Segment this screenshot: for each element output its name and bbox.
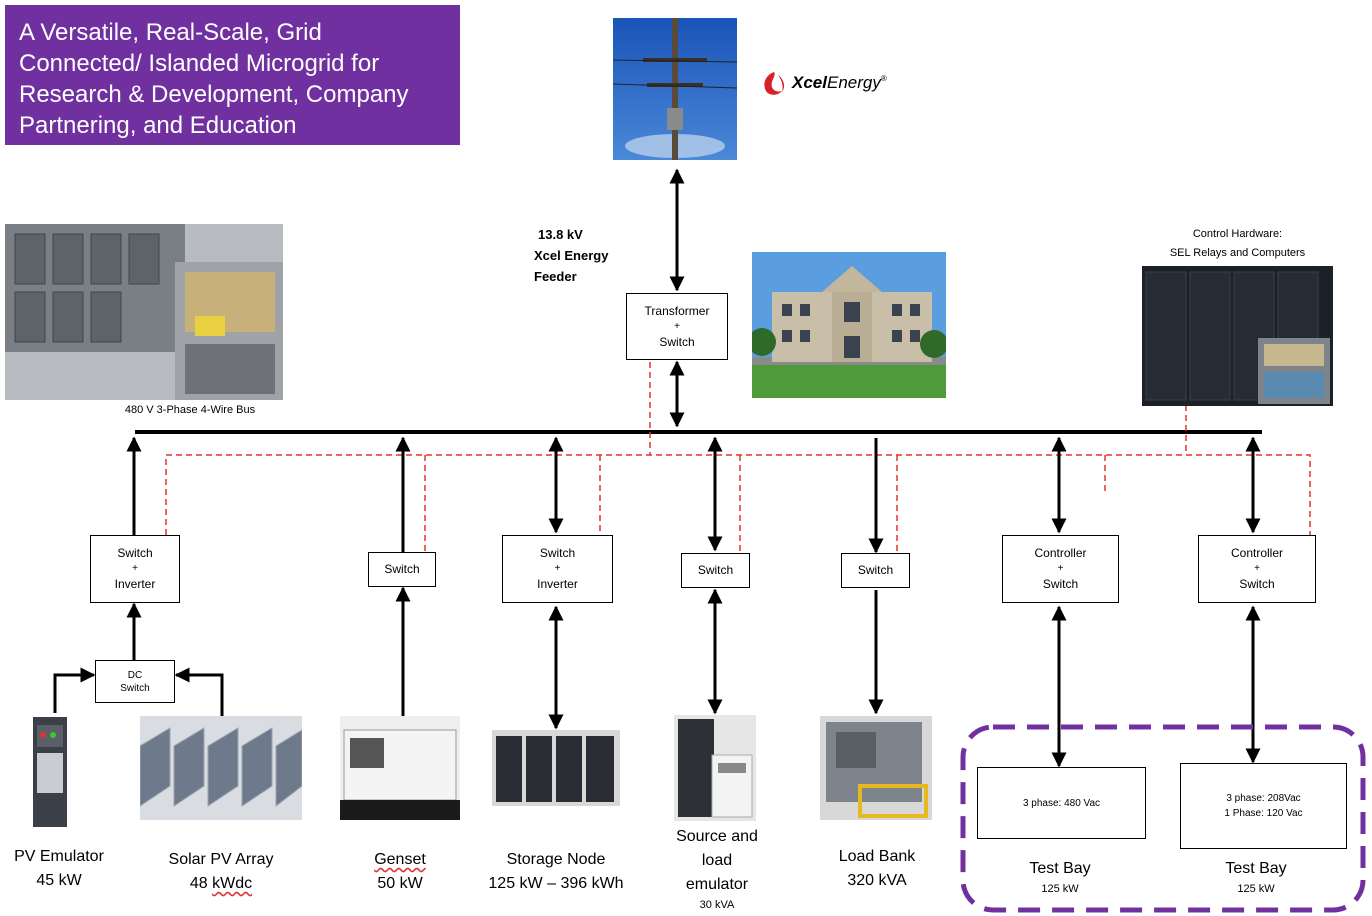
control-hardware-label: Control Hardware: SEL Relays and Compute… xyxy=(1140,225,1335,263)
genset-photo xyxy=(340,716,460,820)
switchgear-photo xyxy=(5,224,283,400)
genset-caption: Genset 50 kW xyxy=(345,848,455,896)
test-bay-1-spec: 3 phase: 480 Vac xyxy=(1022,797,1101,809)
genset-name: Genset xyxy=(374,851,426,868)
dc-switch-box: DC Switch xyxy=(95,660,175,703)
feeder-label: 13.8 kV Xcel Energy Feeder xyxy=(534,224,608,287)
emulator-switch-box: Switch xyxy=(681,553,750,588)
solar-name: Solar PV Array xyxy=(168,851,274,868)
controller-switch-box-1: Controller + Switch xyxy=(1002,535,1119,603)
test-bay-1-box: 3 phase: 480 Vac xyxy=(977,767,1146,839)
storage-inverter-label: Inverter xyxy=(537,577,578,591)
controller2-plus: + xyxy=(1254,563,1260,574)
control-hardware-title: Control Hardware: xyxy=(1192,228,1283,240)
pv-inverter-label: Inverter xyxy=(114,577,156,591)
control-hardware-desc: SEL Relays and Computers xyxy=(1169,247,1306,259)
utility-pole-photo xyxy=(613,18,737,160)
genset-switch-box: Switch xyxy=(368,552,436,587)
emulator-rating: 30 kVA xyxy=(699,899,735,911)
source-load-emulator-photo xyxy=(674,715,756,821)
storage-switch-label: Switch xyxy=(539,546,576,560)
test-bay-2-rating: 125 kW xyxy=(1237,883,1275,895)
xcel-energy-logo: Xcel Energy ® xyxy=(760,68,910,98)
xcel-brand-suffix: Energy xyxy=(826,73,881,92)
pv-emulator-rating: 45 kW xyxy=(36,872,82,889)
dc-label: DC xyxy=(127,669,143,681)
emulator-name-1: Source and xyxy=(676,828,758,845)
storage-node-photo xyxy=(492,730,620,806)
genset-switch-label: Switch xyxy=(384,562,420,576)
transformer-switch-box: Transformer + Switch xyxy=(626,293,728,360)
solar-caption: Solar PV Array 48 kWdc xyxy=(150,848,292,896)
controller2-switch-label: Switch xyxy=(1239,577,1275,591)
controller1-switch-label: Switch xyxy=(1042,577,1079,591)
solar-pv-array-photo xyxy=(140,716,302,820)
control-network xyxy=(165,362,1311,555)
building-photo xyxy=(752,252,946,398)
controller1-label: Controller xyxy=(1034,546,1087,560)
storage-switch-inverter-box: Switch + Inverter xyxy=(502,535,613,603)
pv-switch-label: Switch xyxy=(117,546,153,560)
load-bank-name: Load Bank xyxy=(838,848,916,865)
test-bay-2-name: Test Bay xyxy=(1225,860,1287,877)
title-banner: A Versatile, Real-Scale, Grid Connected/… xyxy=(5,5,460,145)
solar-rating-value: 48 xyxy=(189,875,213,892)
controller-switch-box-2: Controller + Switch xyxy=(1198,535,1316,603)
test-bay-1-name: Test Bay xyxy=(1029,860,1091,877)
loadbank-switch-box: Switch xyxy=(841,553,910,588)
dc-switch-label: Switch xyxy=(120,682,150,694)
solar-rating-unit: kWdc xyxy=(212,875,253,892)
storage-rating: 125 kW – 396 kWh xyxy=(488,875,624,892)
load-bank-photo xyxy=(820,716,932,820)
test-bay-2-spec-3phase: 3 phase: 208Vac xyxy=(1226,793,1301,804)
test-bay-2-caption: Test Bay 125 kW xyxy=(1201,857,1311,897)
xcel-brand-prefix: Xcel xyxy=(792,73,827,92)
feeder-voltage: 13.8 kV xyxy=(538,227,583,242)
emulator-name-2: load xyxy=(701,852,733,869)
test-bay-2-spec-1phase: 1 Phase: 120 Vac xyxy=(1224,808,1303,819)
pv-emulator-photo xyxy=(5,713,75,831)
storage-caption: Storage Node 125 kW – 396 kWh xyxy=(470,848,642,896)
pv-emulator-caption: PV Emulator 45 kW xyxy=(0,845,118,893)
load-bank-rating: 320 kVA xyxy=(847,872,907,889)
test-bay-1-caption: Test Bay 125 kW xyxy=(1005,857,1115,897)
storage-name: Storage Node xyxy=(506,851,606,868)
feeder-word: Feeder xyxy=(534,269,577,284)
control-hardware-photo xyxy=(1142,266,1333,406)
solar-rating: 48 kWdc xyxy=(150,872,292,896)
emulator-caption: Source and load emulator 30 kVA xyxy=(662,825,772,913)
bus-label: 480 V 3-Phase 4-Wire Bus xyxy=(124,404,256,416)
emulator-name-3: emulator xyxy=(685,876,749,893)
xcel-flame-icon xyxy=(764,72,785,95)
power-connections xyxy=(53,168,1261,768)
pv-switch-plus: + xyxy=(132,563,138,574)
loadbank-switch-label: Switch xyxy=(857,563,894,577)
emulator-switch-label: Switch xyxy=(697,563,734,577)
controller2-label: Controller xyxy=(1230,546,1284,560)
test-bay-2-box: 3 phase: 208Vac 1 Phase: 120 Vac xyxy=(1180,763,1347,849)
genset-rating: 50 kW xyxy=(377,875,423,892)
pv-emulator-name: PV Emulator xyxy=(14,848,104,865)
pv-switch-inverter-box: Switch + Inverter xyxy=(90,535,180,603)
transformer-plus: + xyxy=(674,320,680,332)
page-title: A Versatile, Real-Scale, Grid Connected/… xyxy=(19,19,409,139)
storage-switch-plus: + xyxy=(554,563,561,574)
test-bay-enclosure xyxy=(960,724,1366,913)
transformer-switch-label: Switch xyxy=(659,334,695,349)
feeder-utility: Xcel Energy xyxy=(534,248,609,263)
trademark-symbol: ® xyxy=(880,73,887,83)
test-bay-1-rating: 125 kW xyxy=(1041,883,1079,895)
transformer-label: Transformer xyxy=(644,303,710,318)
load-bank-caption: Load Bank 320 kVA xyxy=(822,845,932,893)
controller1-plus: + xyxy=(1057,563,1064,574)
